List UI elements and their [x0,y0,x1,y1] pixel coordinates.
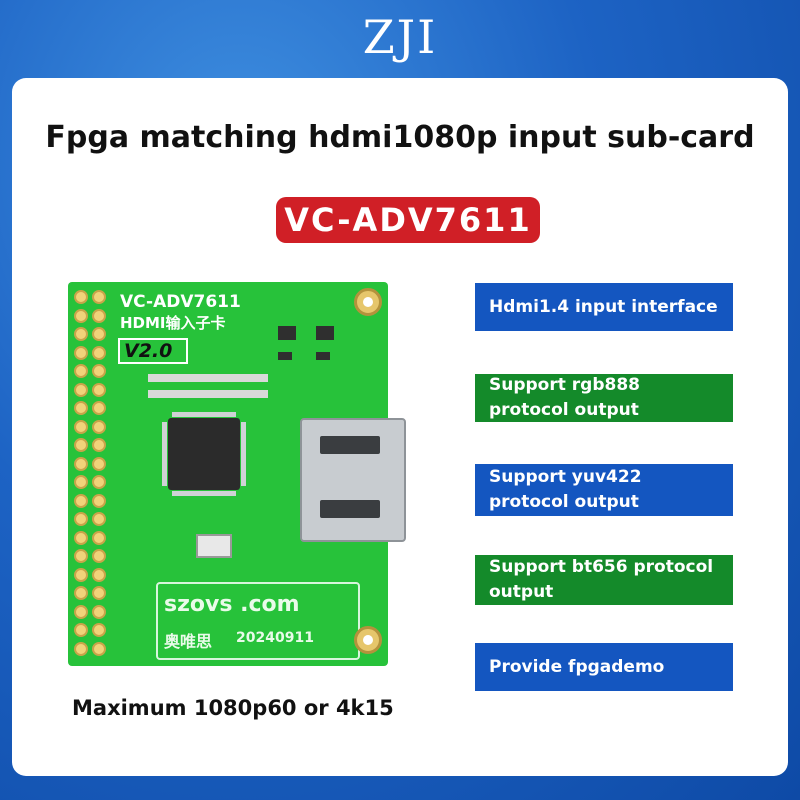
header-pin [74,549,88,563]
resistor-array [148,374,268,382]
chip-pins-bottom [172,491,236,496]
header-pin [74,401,88,415]
hdmi-slot [320,436,380,454]
header-pin [92,456,106,471]
max-resolution-note: Maximum 1080p60 or 4k15 [72,696,394,720]
header-pin [74,308,88,323]
maker-logo-box [156,582,360,660]
header-pin [74,456,88,471]
header-pin [92,438,106,452]
capacitor [316,352,330,360]
capacitor [278,352,292,360]
feature-yuv422: Support yuv422 protocol output [475,464,733,516]
product-headline: Fpga matching hdmi1080p input sub-card [45,120,755,155]
header-pin [92,401,106,415]
board-maker-label: 奥唯思 [164,632,213,651]
board-site-label: szovs .com [164,592,300,617]
header-pin [92,382,106,397]
header-pin [92,604,106,619]
model-badge: VC-ADV7611 [276,197,540,243]
header-pin [74,364,88,378]
header-pin [74,438,88,452]
header-pin [74,604,88,619]
header-pin [74,530,88,545]
header-pin [74,290,88,304]
header-pin [92,567,106,582]
version-box [118,338,188,364]
header-pin [92,345,106,360]
mounting-hole [354,626,382,654]
feature-fpgademo: Provide fpgademo [475,643,733,691]
board-version-label: V2.0 [124,340,173,362]
header-pin [92,327,106,341]
ic-u2 [316,326,334,340]
crystal-oscillator [196,534,232,558]
ic-u1 [278,326,296,340]
header-pin [92,623,106,637]
header-pin [74,493,88,508]
board-subtitle-label: HDMI输入子卡 [120,314,226,332]
header-pin [92,290,106,304]
header-pin [74,382,88,397]
hdmi-connector [300,418,406,542]
chip-pins-top [172,412,236,417]
brand-logo: ZJI [362,10,438,64]
header-pin [92,493,106,508]
header-pin [92,549,106,563]
feature-rgb888: Support rgb888 protocol output [475,374,733,422]
resistor-array [148,390,268,398]
pcb-board-image: VC-ADV7611 HDMI输入子卡 V2.0 szovs .com 奥唯思 … [68,282,406,666]
mounting-hole [354,288,382,316]
header-pin [92,308,106,323]
header-pin [92,586,106,600]
header-pin [74,512,88,526]
header-pin [74,586,88,600]
header-pin [92,364,106,378]
header-pin [92,419,106,434]
header-pin [92,530,106,545]
header-pin [92,641,106,656]
hdmi-slot [320,500,380,518]
header-pin [74,419,88,434]
header-pin [92,512,106,526]
feature-bt656: Support bt656 protocol output [475,555,733,605]
header-pin [74,327,88,341]
header-pin [74,641,88,656]
board-date-label: 20240911 [236,630,314,646]
header-pin [74,345,88,360]
chip-pins-right [241,422,246,486]
header-pin [74,567,88,582]
board-model-label: VC-ADV7611 [120,292,241,312]
chip-pins-left [162,422,167,486]
header-pin [92,475,106,489]
feature-hdmi-input: Hdmi1.4 input interface [475,283,733,331]
adv7611-chip [168,418,240,490]
header-pin [74,623,88,637]
header-pin [74,475,88,489]
